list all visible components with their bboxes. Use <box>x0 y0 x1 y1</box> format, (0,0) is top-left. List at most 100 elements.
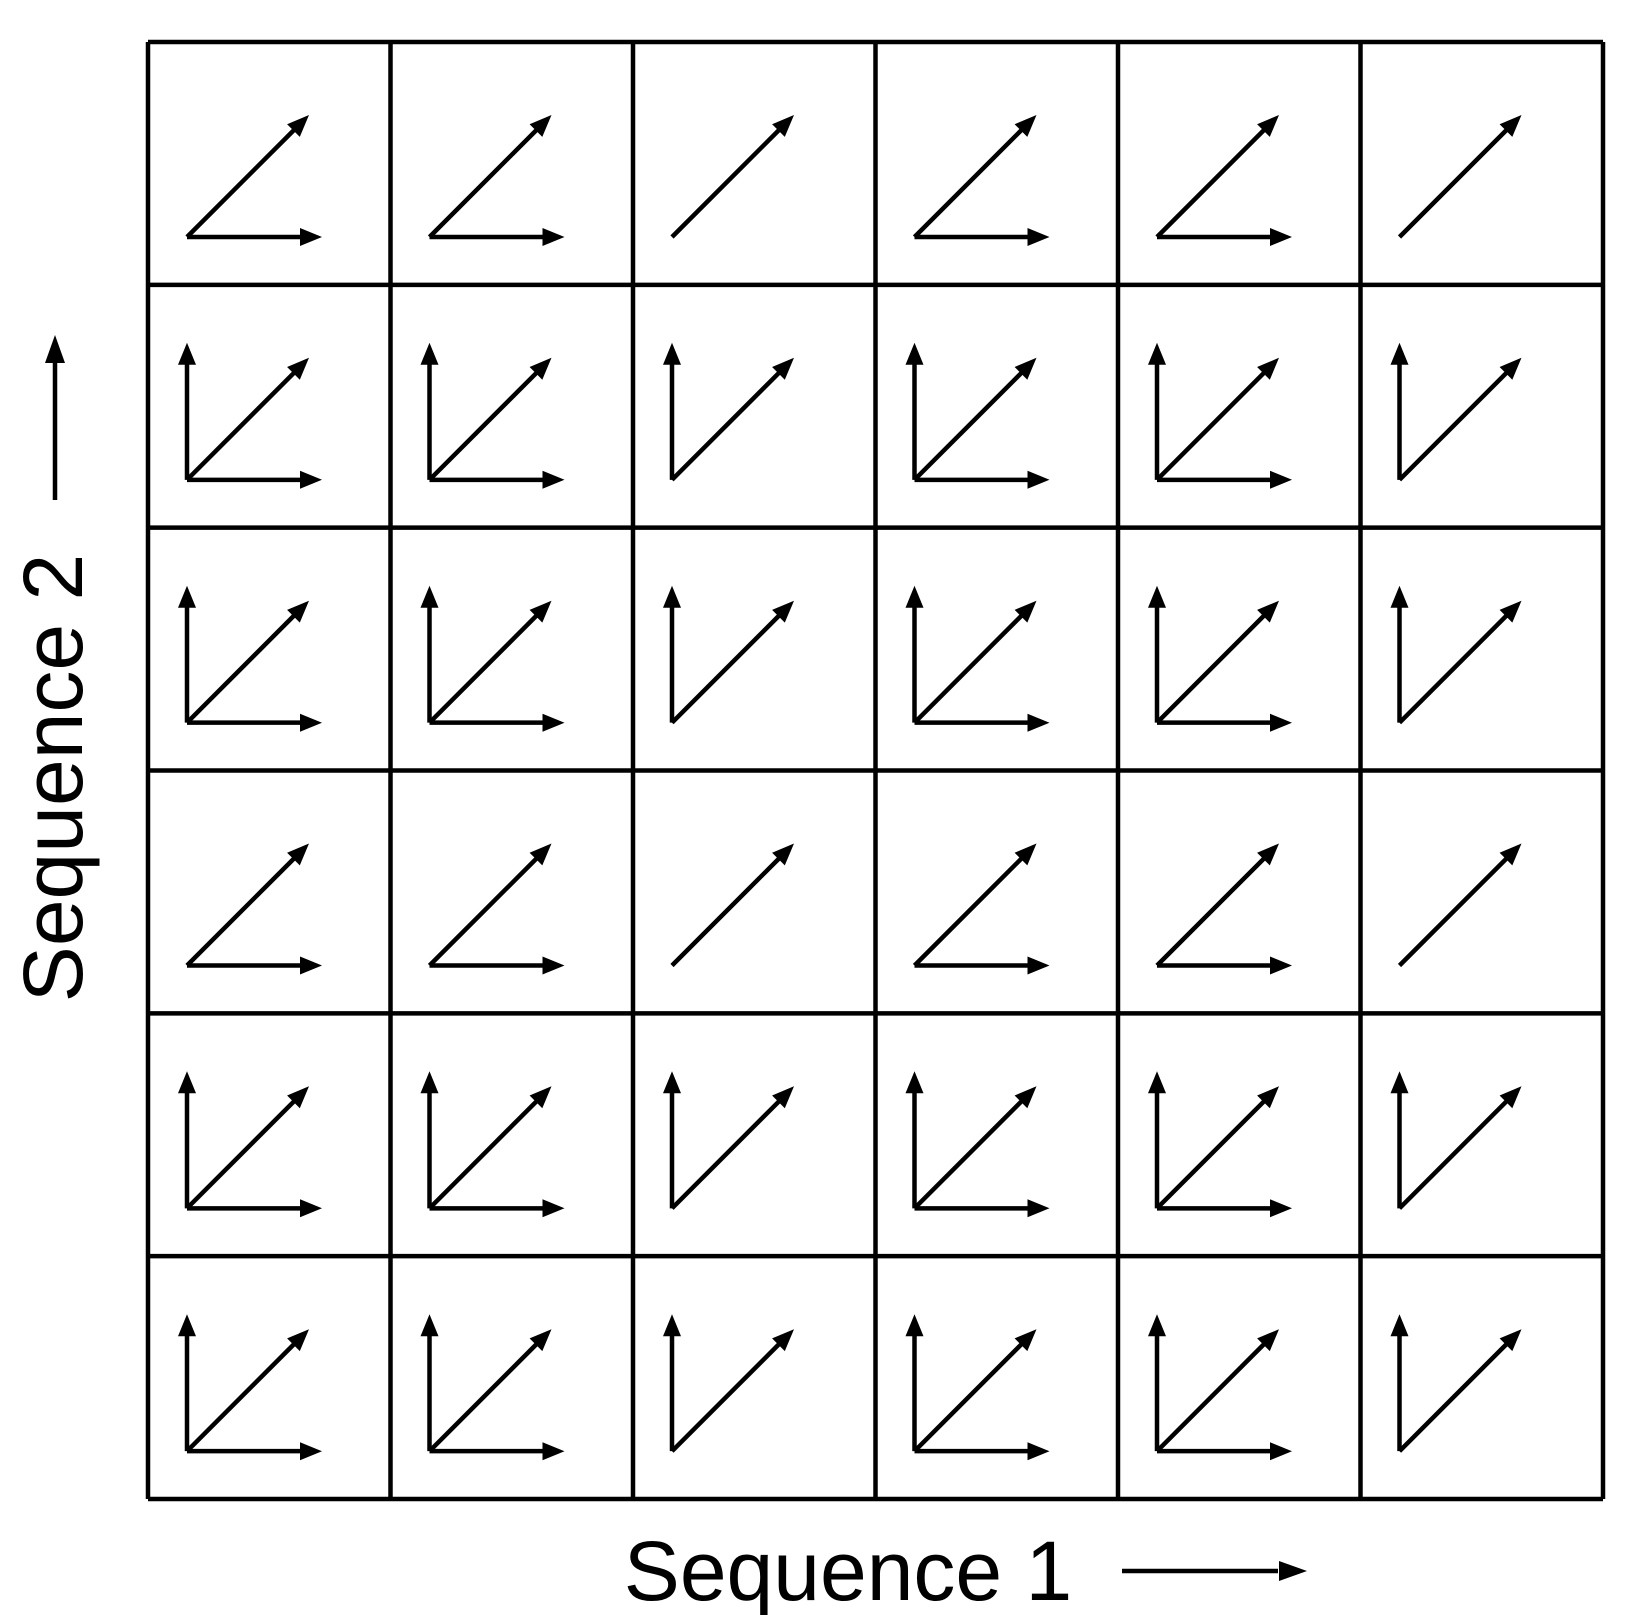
diagonal-arrow-icon <box>1397 600 1522 725</box>
diagonal-arrow-icon-head <box>772 1329 794 1352</box>
up-arrow-icon <box>1390 1071 1409 1209</box>
x-axis-label: Sequence 1 <box>624 1524 1072 1615</box>
diagonal-arrow-icon-head <box>1257 1329 1279 1352</box>
diagonal-arrow-icon <box>670 843 794 968</box>
diagonal-arrow-icon <box>912 357 1037 482</box>
up-arrow-icon-head <box>663 1314 681 1337</box>
matrix-cell <box>912 843 1050 975</box>
matrix-cell <box>178 1314 322 1461</box>
diagonal-arrow-icon <box>670 115 794 239</box>
right-arrow-icon-head <box>542 956 565 975</box>
diagonal-arrow-icon-head <box>1014 115 1037 137</box>
up-arrow-icon <box>178 585 196 723</box>
right-arrow-icon-head <box>300 228 322 246</box>
diagonal-arrow-icon-head <box>1499 1329 1522 1352</box>
diagonal-arrow-icon-head <box>1499 357 1522 380</box>
up-arrow-icon <box>178 1071 196 1209</box>
diagonal-arrow-icon <box>427 357 552 482</box>
up-arrow-icon <box>663 1071 681 1209</box>
diagonal-arrow-icon <box>185 1329 309 1453</box>
right-arrow-icon-head <box>300 956 322 975</box>
right-arrow-icon-head <box>1027 228 1050 246</box>
right-arrow-icon <box>1157 1442 1292 1461</box>
diagonal-arrow-icon-head <box>1257 357 1279 380</box>
diagonal-arrow-icon <box>670 357 794 482</box>
matrix-cell <box>420 1314 565 1461</box>
matrix-cell <box>1155 115 1292 246</box>
matrix-cell <box>178 585 322 732</box>
matrix-cell <box>905 342 1050 489</box>
up-arrow-icon-head <box>1148 1071 1166 1094</box>
right-arrow-icon-head <box>1027 470 1050 489</box>
right-arrow-icon <box>429 956 565 975</box>
matrix-cell <box>1390 342 1522 482</box>
up-arrow-icon <box>420 1314 439 1452</box>
matrix-cell <box>185 115 322 246</box>
up-arrow-icon-head <box>420 585 439 608</box>
matrix-cell <box>1390 1071 1522 1210</box>
diagonal-arrow-icon-head <box>1014 1329 1037 1352</box>
right-arrow-icon-head <box>1270 1442 1292 1461</box>
diagonal-arrow-icon <box>185 115 309 239</box>
up-arrow-icon-head <box>1390 1071 1409 1094</box>
diagonal-arrow-icon <box>427 1329 552 1453</box>
right-arrow-icon <box>914 470 1050 489</box>
diagonal-arrow-icon <box>912 600 1037 725</box>
right-arrow-icon-head <box>542 228 565 246</box>
diagonal-arrow-icon-head <box>529 1086 552 1109</box>
right-arrow-icon-head <box>1270 713 1292 732</box>
diagonal-arrow-icon-head <box>1014 1086 1037 1109</box>
matrix-cell <box>420 585 565 732</box>
diagonal-arrow-icon <box>427 1086 552 1210</box>
right-arrow-icon-head <box>542 1199 565 1218</box>
matrix-cell <box>1397 115 1522 239</box>
diagonal-arrow-icon <box>1155 1086 1279 1210</box>
diagonal-arrow-icon-head <box>529 843 552 866</box>
diagonal-arrow-icon-head <box>1257 115 1279 137</box>
diagonal-arrow-icon-head <box>1014 600 1037 623</box>
up-arrow-icon <box>1390 585 1409 723</box>
diagonal-arrow-icon <box>912 115 1037 239</box>
up-arrow-icon-head <box>178 342 196 365</box>
diagonal-arrow-icon-head <box>1257 600 1279 623</box>
matrix-cells <box>178 115 1522 1461</box>
diagonal-arrow-icon-head <box>529 1329 552 1352</box>
diagonal-arrow-icon <box>670 600 794 725</box>
right-arrow-icon <box>914 713 1050 732</box>
up-arrow-icon-head <box>420 1071 439 1094</box>
right-arrow-icon <box>1157 1199 1292 1218</box>
right-arrow-icon <box>187 1442 322 1461</box>
up-arrow-icon <box>1390 342 1409 480</box>
diagonal-arrow-icon <box>1397 115 1522 239</box>
diagonal-arrow-icon <box>185 357 309 482</box>
right-arrow-icon <box>914 1199 1050 1218</box>
up-arrow-icon-head <box>178 585 196 608</box>
diagonal-arrow-icon-head <box>287 357 309 380</box>
up-arrow-icon-head <box>178 1071 196 1094</box>
matrix-cell <box>420 1071 565 1218</box>
matrix-cell <box>663 342 794 482</box>
up-arrow-icon <box>1148 585 1166 723</box>
up-arrow-icon <box>905 1071 924 1209</box>
right-arrow-icon <box>1157 228 1292 246</box>
right-arrow-icon-head <box>542 713 565 732</box>
grid-lines <box>145 39 1606 1502</box>
matrix-cell <box>670 843 794 968</box>
right-arrow-icon-head <box>1270 1199 1292 1218</box>
matrix-cell <box>1148 1071 1292 1218</box>
up-arrow-icon <box>45 335 65 500</box>
diagonal-arrow-icon-head <box>1257 1086 1279 1109</box>
right-arrow-icon <box>914 228 1050 246</box>
right-arrow-icon <box>187 1199 322 1218</box>
matrix-cell <box>912 115 1050 246</box>
matrix-cell <box>905 585 1050 732</box>
up-arrow-icon-head <box>663 585 681 608</box>
up-arrow-icon <box>1390 1314 1409 1452</box>
right-arrow-icon-head <box>300 1199 322 1218</box>
up-arrow-icon-head <box>1148 585 1166 608</box>
up-arrow-icon-head <box>663 1071 681 1094</box>
up-arrow-icon <box>178 342 196 480</box>
right-arrow-icon <box>1157 956 1292 975</box>
right-arrow-icon-head <box>300 713 322 732</box>
